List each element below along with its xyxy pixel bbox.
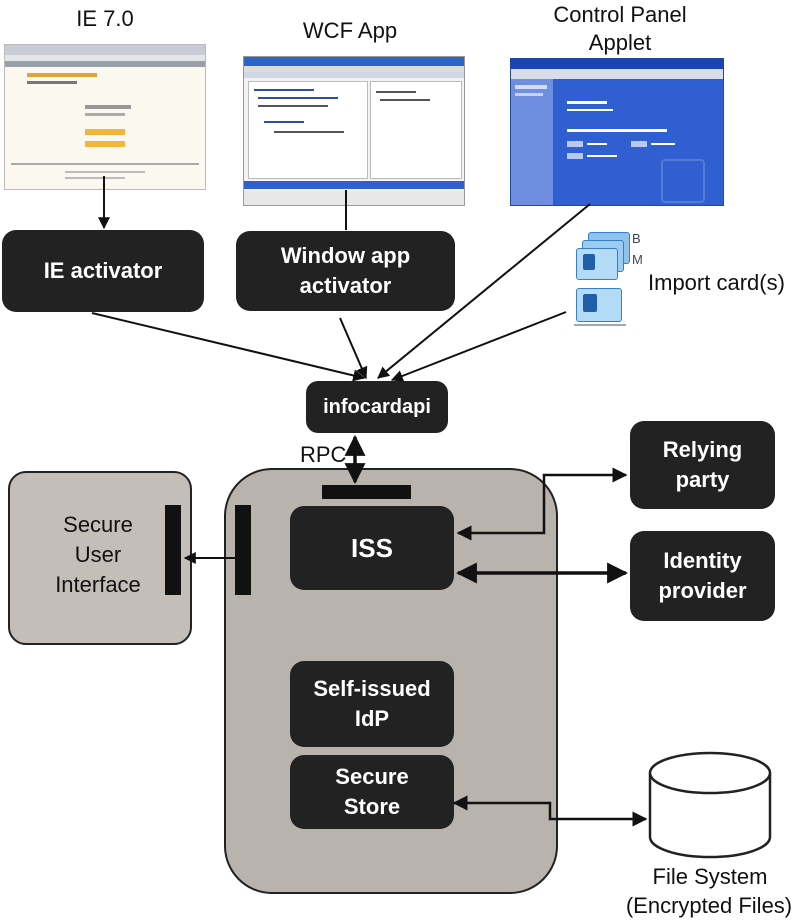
ie-activator-to-api-arrow xyxy=(91,312,366,382)
infocardapi-label: infocardapi xyxy=(323,396,431,418)
secure-ui-line2: User xyxy=(74,542,122,567)
window-app-activator-box: Window app activator xyxy=(236,231,455,311)
iss-label: ISS xyxy=(351,533,393,563)
control-panel-thumbnail xyxy=(510,58,724,206)
identity-provider-line2: provider xyxy=(658,578,747,603)
iss-relying-party-arrow xyxy=(456,467,628,541)
secure-ui-line3: Interface xyxy=(55,572,141,597)
import-to-api-arrow xyxy=(390,311,567,382)
relying-party-line1: Relying xyxy=(662,437,743,462)
secure-store-line1: Secure xyxy=(335,764,409,789)
file-system-cylinder-icon xyxy=(648,751,772,859)
store-to-filesystem-arrow xyxy=(452,795,648,827)
control-panel-to-api-arrow xyxy=(377,203,591,379)
secure-store-box: Secure Store xyxy=(290,755,454,829)
relying-party-line2: party xyxy=(675,467,730,492)
card-list-fragment: B M xyxy=(632,231,643,267)
window-activator-to-api-arrow xyxy=(339,317,368,380)
rpc-label: RPC xyxy=(300,442,347,467)
control-panel-title-line2: Applet xyxy=(588,30,652,55)
identity-provider-line1: Identity xyxy=(663,548,742,573)
self-issued-line1: Self-issued xyxy=(313,676,431,701)
wcf-app-title: WCF App xyxy=(302,18,398,43)
secure-user-interface-container xyxy=(8,471,192,645)
identity-provider-box: Identity provider xyxy=(630,531,775,621)
file-system-label-line2: (Encrypted Files) xyxy=(625,893,793,918)
infocardapi-box: infocardapi xyxy=(306,381,448,433)
self-issued-idp-box: Self-issued IdP xyxy=(290,661,454,747)
self-issued-line2: IdP xyxy=(354,706,390,731)
secure-ui-port xyxy=(165,505,181,595)
ie-activator-box: IE activator xyxy=(2,230,204,312)
secure-store-line2: Store xyxy=(343,794,401,819)
iss-box: ISS xyxy=(290,506,454,590)
iss-rpc-port xyxy=(322,485,411,499)
import-cards-icon xyxy=(574,232,632,328)
import-cards-label: Import card(s) xyxy=(648,270,785,295)
ie7-title: IE 7.0 xyxy=(76,6,134,31)
iss-ui-port xyxy=(235,505,251,595)
control-panel-title-line1: Control Panel xyxy=(553,2,687,27)
ie-activator-label: IE activator xyxy=(43,258,163,283)
file-system-label-line1: File System xyxy=(652,864,768,889)
wcf-app-thumbnail xyxy=(243,56,465,206)
ie-browser-thumbnail xyxy=(4,44,206,190)
window-app-activator-line2: activator xyxy=(299,273,392,298)
relying-party-box: Relying party xyxy=(630,421,775,509)
window-app-activator-line1: Window app xyxy=(280,243,411,268)
secure-ui-line1: Secure xyxy=(63,512,133,537)
